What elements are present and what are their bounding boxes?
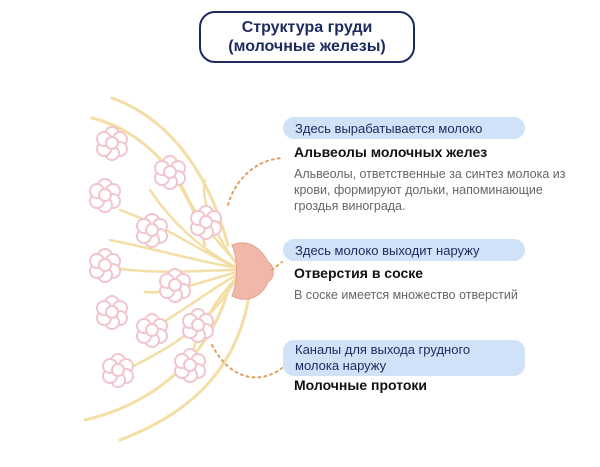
pill-milk-produced: Здесь вырабатывается молоко [283, 117, 525, 139]
milk-ducts [108, 163, 240, 372]
diagram-title-line2: (молочные железы) [228, 38, 386, 55]
description-nipple-openings: В соске имеется множество отверстий [294, 287, 594, 303]
heading-alveoli: Альвеолы молочных желез [294, 144, 488, 160]
pill-milk-exits: Здесь молоко выходит наружу [283, 239, 525, 261]
description-alveoli: Альвеолы, ответственные за синтез молока… [294, 166, 594, 214]
leader-lines [211, 157, 283, 379]
description-alveoli-line: гроздья винограда. [294, 199, 406, 213]
nipple [231, 242, 274, 300]
heading-nipple-openings: Отверстия в соске [294, 265, 424, 281]
heading-milk-ducts: Молочные протоки [294, 377, 428, 393]
description-alveoli-line: Альвеолы, ответственные за синтез молока… [294, 167, 566, 181]
pill-ducts-line: Каналы для выхода грудного [295, 342, 471, 357]
diagram-title-line1: Структура груди [241, 19, 373, 36]
description-alveoli-line: крови, формируют дольки, напоминающие [294, 183, 543, 197]
description-nipple-line: В соске имеется множество отверстий [294, 288, 518, 302]
pill-ducts-line: молока наружу [295, 358, 387, 373]
diagram-title-box: Структура груди (молочные железы) [199, 11, 415, 63]
pill-ducts: Каналы для выхода грудного молока наружу [283, 340, 525, 376]
alveoli-lobules [89, 126, 222, 388]
